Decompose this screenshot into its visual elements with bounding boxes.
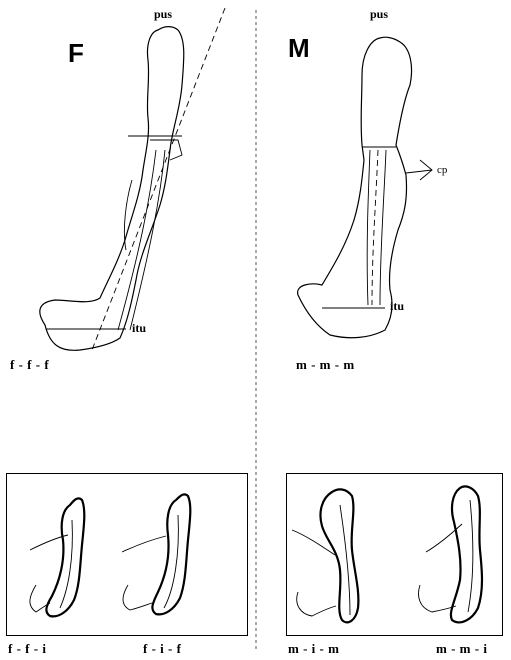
inset-right-code-2: m - m - i xyxy=(436,641,488,656)
inset-right-box xyxy=(286,473,503,636)
right-bone-outline xyxy=(297,36,433,339)
inset-right-code-1: m - i - m xyxy=(288,641,340,656)
left-top-label: pus xyxy=(154,7,173,21)
right-panel-code: m - m - m xyxy=(296,357,355,372)
inset-left-code-1: f - f - i xyxy=(8,641,47,656)
inset-left-box xyxy=(6,473,248,636)
right-top-label: pus xyxy=(370,7,389,21)
cp-leader-line xyxy=(405,169,433,174)
left-bottom-label: itu xyxy=(132,321,147,335)
right-bottom-label: itu xyxy=(390,299,405,313)
inset-left-shapes xyxy=(29,493,192,618)
inset-left-code-2: f - i - f xyxy=(143,641,182,656)
left-dashed-axis xyxy=(91,7,226,351)
left-panel-code: f - f - f xyxy=(10,357,50,372)
right-side-label: cp xyxy=(437,164,448,176)
right-panel-letter: M xyxy=(288,33,310,63)
inset-right-shapes xyxy=(291,485,484,624)
left-panel-letter: F xyxy=(68,38,84,68)
left-bone-outline xyxy=(39,26,185,351)
